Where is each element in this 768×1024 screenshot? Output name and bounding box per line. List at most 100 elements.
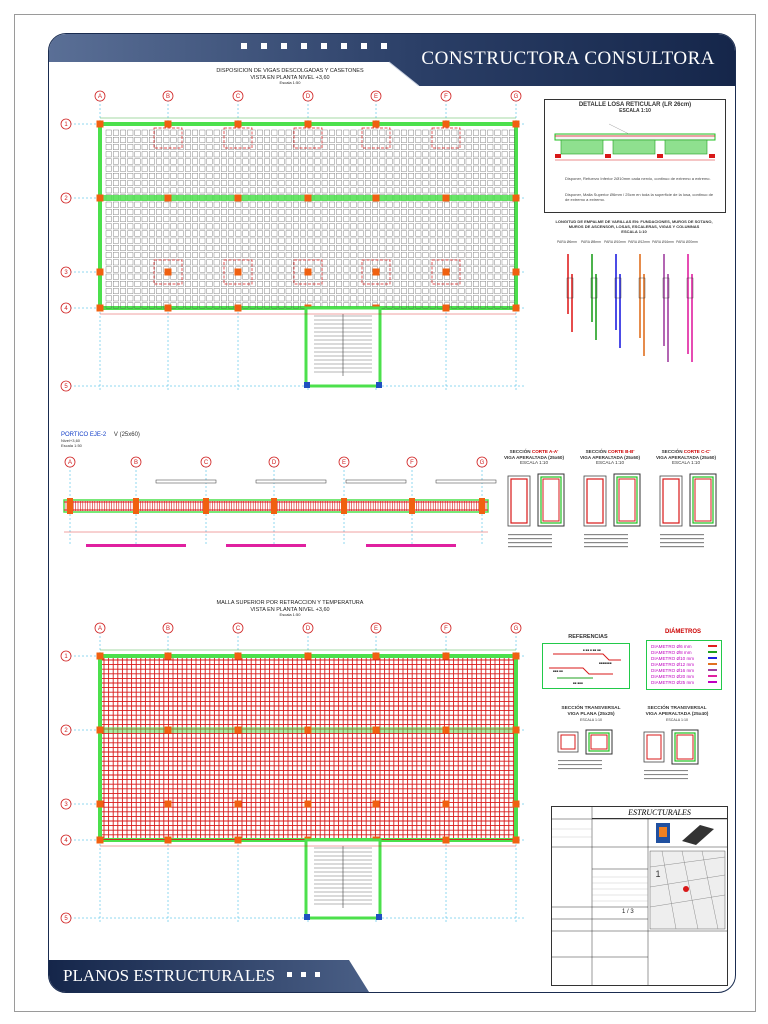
diametro-row-2: DIAMETRO Ø8 mm xyxy=(651,649,717,655)
diametro-row-1: DIAMETRO Ø6 mm xyxy=(651,643,717,649)
axis-label-F: F xyxy=(444,626,448,632)
axis-bubble-A xyxy=(94,90,106,102)
section-drawing-3 xyxy=(659,473,717,548)
axis-bubble-B xyxy=(162,622,174,634)
diametro-row-3: DIAMETRO Ø10 mm xyxy=(651,655,717,661)
portico-level: Nivel+3,60 xyxy=(61,438,81,443)
empalme-label-1: PARA Ø6mm xyxy=(557,240,577,244)
empalme-label-6: PARA Ø20mm xyxy=(676,240,698,244)
axis-label-4: 4 xyxy=(64,838,68,844)
svg-text:■ ■■ ■ ■■ ■■: ■ ■■ ■ ■■ ■■ xyxy=(583,648,601,652)
plan-top-title-line2: VISTA EN PLANTA NIVEL +3,60 xyxy=(250,74,330,81)
axis-bubble-1 xyxy=(60,118,72,130)
axis-bubble-3 xyxy=(60,266,72,278)
detail-losa-title: DETALLE LOSA RETICULAR (LR 26cm) xyxy=(578,102,692,108)
axis-label-1: 1 xyxy=(64,122,68,128)
detail-losa-note-2: Disponer, Malla Superior Ø6mm / 25cm en … xyxy=(565,192,714,203)
portico-axis-E: E xyxy=(342,460,346,466)
section-drawing-1 xyxy=(507,473,565,548)
diametro-label-6: DIAMETRO Ø20 mm xyxy=(651,673,695,679)
diametro-swatch-1 xyxy=(708,644,717,648)
portico-axis-D: D xyxy=(272,460,277,466)
company-name: CONSTRUCTORA CONSULTORA xyxy=(421,48,715,69)
axis-label-1: 1 xyxy=(64,654,68,660)
diametro-label-3: DIAMETRO Ø10 mm xyxy=(651,655,695,661)
section-corte-2: CORTE B-B' xyxy=(607,449,635,454)
section-title-1: SECCIÓN CORTE A-A'VIGA APERALTADA (25x60… xyxy=(496,449,572,466)
plan-bottom-scale: Escala 1:50 xyxy=(279,612,301,618)
diametro-label-1: DIAMETRO Ø6 mm xyxy=(651,643,692,649)
portico-axis-F: F xyxy=(410,460,414,466)
svg-text:■■■ ■■: ■■■ ■■ xyxy=(553,669,563,673)
referencias-box: ■ ■■ ■ ■■ ■■■■■■■■■ ■■■ ■■■■ ■■■ xyxy=(542,643,630,689)
empalme-title: LONGITUD DE EMPALME DE VARILLAS EN: FUND… xyxy=(548,219,720,234)
axis-label-E: E xyxy=(374,626,378,632)
axis-bubble-4 xyxy=(60,834,72,846)
diametros-title: DIÁMETROS xyxy=(665,629,701,635)
axis-bubble-3 xyxy=(60,798,72,810)
axis-bubble-G xyxy=(510,622,522,634)
transversal-scale-1: ESCALA 1:10 xyxy=(580,717,602,722)
diametro-swatch-4 xyxy=(708,662,717,666)
detail-losa-box: DETALLE LOSA RETICULAR (LR 26cm) ESCALA … xyxy=(544,99,726,213)
axis-bubble-E xyxy=(370,622,382,634)
title-block: ESTRUCTURALES 1 xyxy=(551,806,728,986)
title-block-grid: 1 xyxy=(552,807,727,985)
portico-scale: Escala 1:50 xyxy=(61,443,82,448)
axis-bubble-E xyxy=(370,90,382,102)
axis-label-B: B xyxy=(166,626,170,632)
axis-label-3: 3 xyxy=(64,270,68,276)
transversal-title1-1: SECCIÓN TRANSVERSAL xyxy=(561,706,621,711)
referencias-title: REFERENCIAS xyxy=(568,634,608,640)
empalme-label-5: PARA Ø16mm xyxy=(652,240,674,244)
detail-losa-scale: ESCALA 1:10 xyxy=(619,108,651,114)
plan-bottom-title-line2: VISTA EN PLANTA NIVEL +3,60 xyxy=(250,606,330,613)
axis-label-5: 5 xyxy=(64,916,68,922)
transversal-title2-2: VIGA APERALTADA (25x40) xyxy=(645,711,709,717)
section-title-2: SECCIÓN CORTE B-B'VIGA APERALTADA (25x60… xyxy=(572,449,648,466)
axis-label-C: C xyxy=(236,94,241,100)
transversal-title2-1: VIGA PLANA (25x25) xyxy=(567,711,615,717)
svg-text:1: 1 xyxy=(655,869,660,879)
axis-bubble-G xyxy=(510,90,522,102)
diametro-label-4: DIAMETRO Ø12 mm xyxy=(651,661,695,667)
diametro-row-6: DIAMETRO Ø20 mm xyxy=(651,673,717,679)
portico-axis-G: G xyxy=(480,460,485,466)
axis-label-A: A xyxy=(98,94,102,100)
footer-title: PLANOS ESTRUCTURALES xyxy=(63,966,276,985)
section-corte-1: CORTE A-A' xyxy=(531,449,559,454)
axis-bubble-5 xyxy=(60,380,72,392)
empalme-scale: ESCALA 1:10 xyxy=(621,228,647,234)
empalme-label-2: PARA Ø8mm xyxy=(581,240,601,244)
axis-label-C: C xyxy=(236,626,241,632)
portico-label: PORTICO EJE-2 xyxy=(61,432,107,438)
axis-label-F: F xyxy=(444,94,448,100)
axis-label-A: A xyxy=(98,626,102,632)
section-name-1: VIGA APERALTADA (25x60) xyxy=(503,454,565,460)
axis-label-4: 4 xyxy=(64,306,68,312)
axis-label-2: 2 xyxy=(64,196,68,202)
diametro-row-4: DIAMETRO Ø12 mm xyxy=(651,661,717,667)
transversal-title1-2: SECCIÓN TRANSVERSAL xyxy=(647,706,707,711)
axis-bubble-A xyxy=(94,622,106,634)
diametro-swatch-7 xyxy=(708,680,717,684)
transversal-drawing-1 xyxy=(557,729,613,770)
axis-label-G: G xyxy=(514,626,519,632)
outer-frame xyxy=(14,14,756,1012)
section-prefix-2: SECCIÓN xyxy=(585,449,608,454)
plan-bottom-title-line1: MALLA SUPERIOR POR RETRACCION Y TEMPERAT… xyxy=(216,600,364,606)
title-block-sheet: 1 / 3 xyxy=(622,909,634,915)
title-block-header: ESTRUCTURALES xyxy=(592,807,727,819)
empalme-label-3: PARA Ø10mm xyxy=(604,240,626,244)
svg-text:■■ ■■■: ■■ ■■■ xyxy=(573,681,583,685)
diametro-row-7: DIAMETRO Ø25 mm xyxy=(651,679,717,685)
section-scale-3: ESCALA 1:10 xyxy=(671,460,701,465)
axis-label-B: B xyxy=(166,94,170,100)
portico-axis-A: A xyxy=(68,460,72,466)
